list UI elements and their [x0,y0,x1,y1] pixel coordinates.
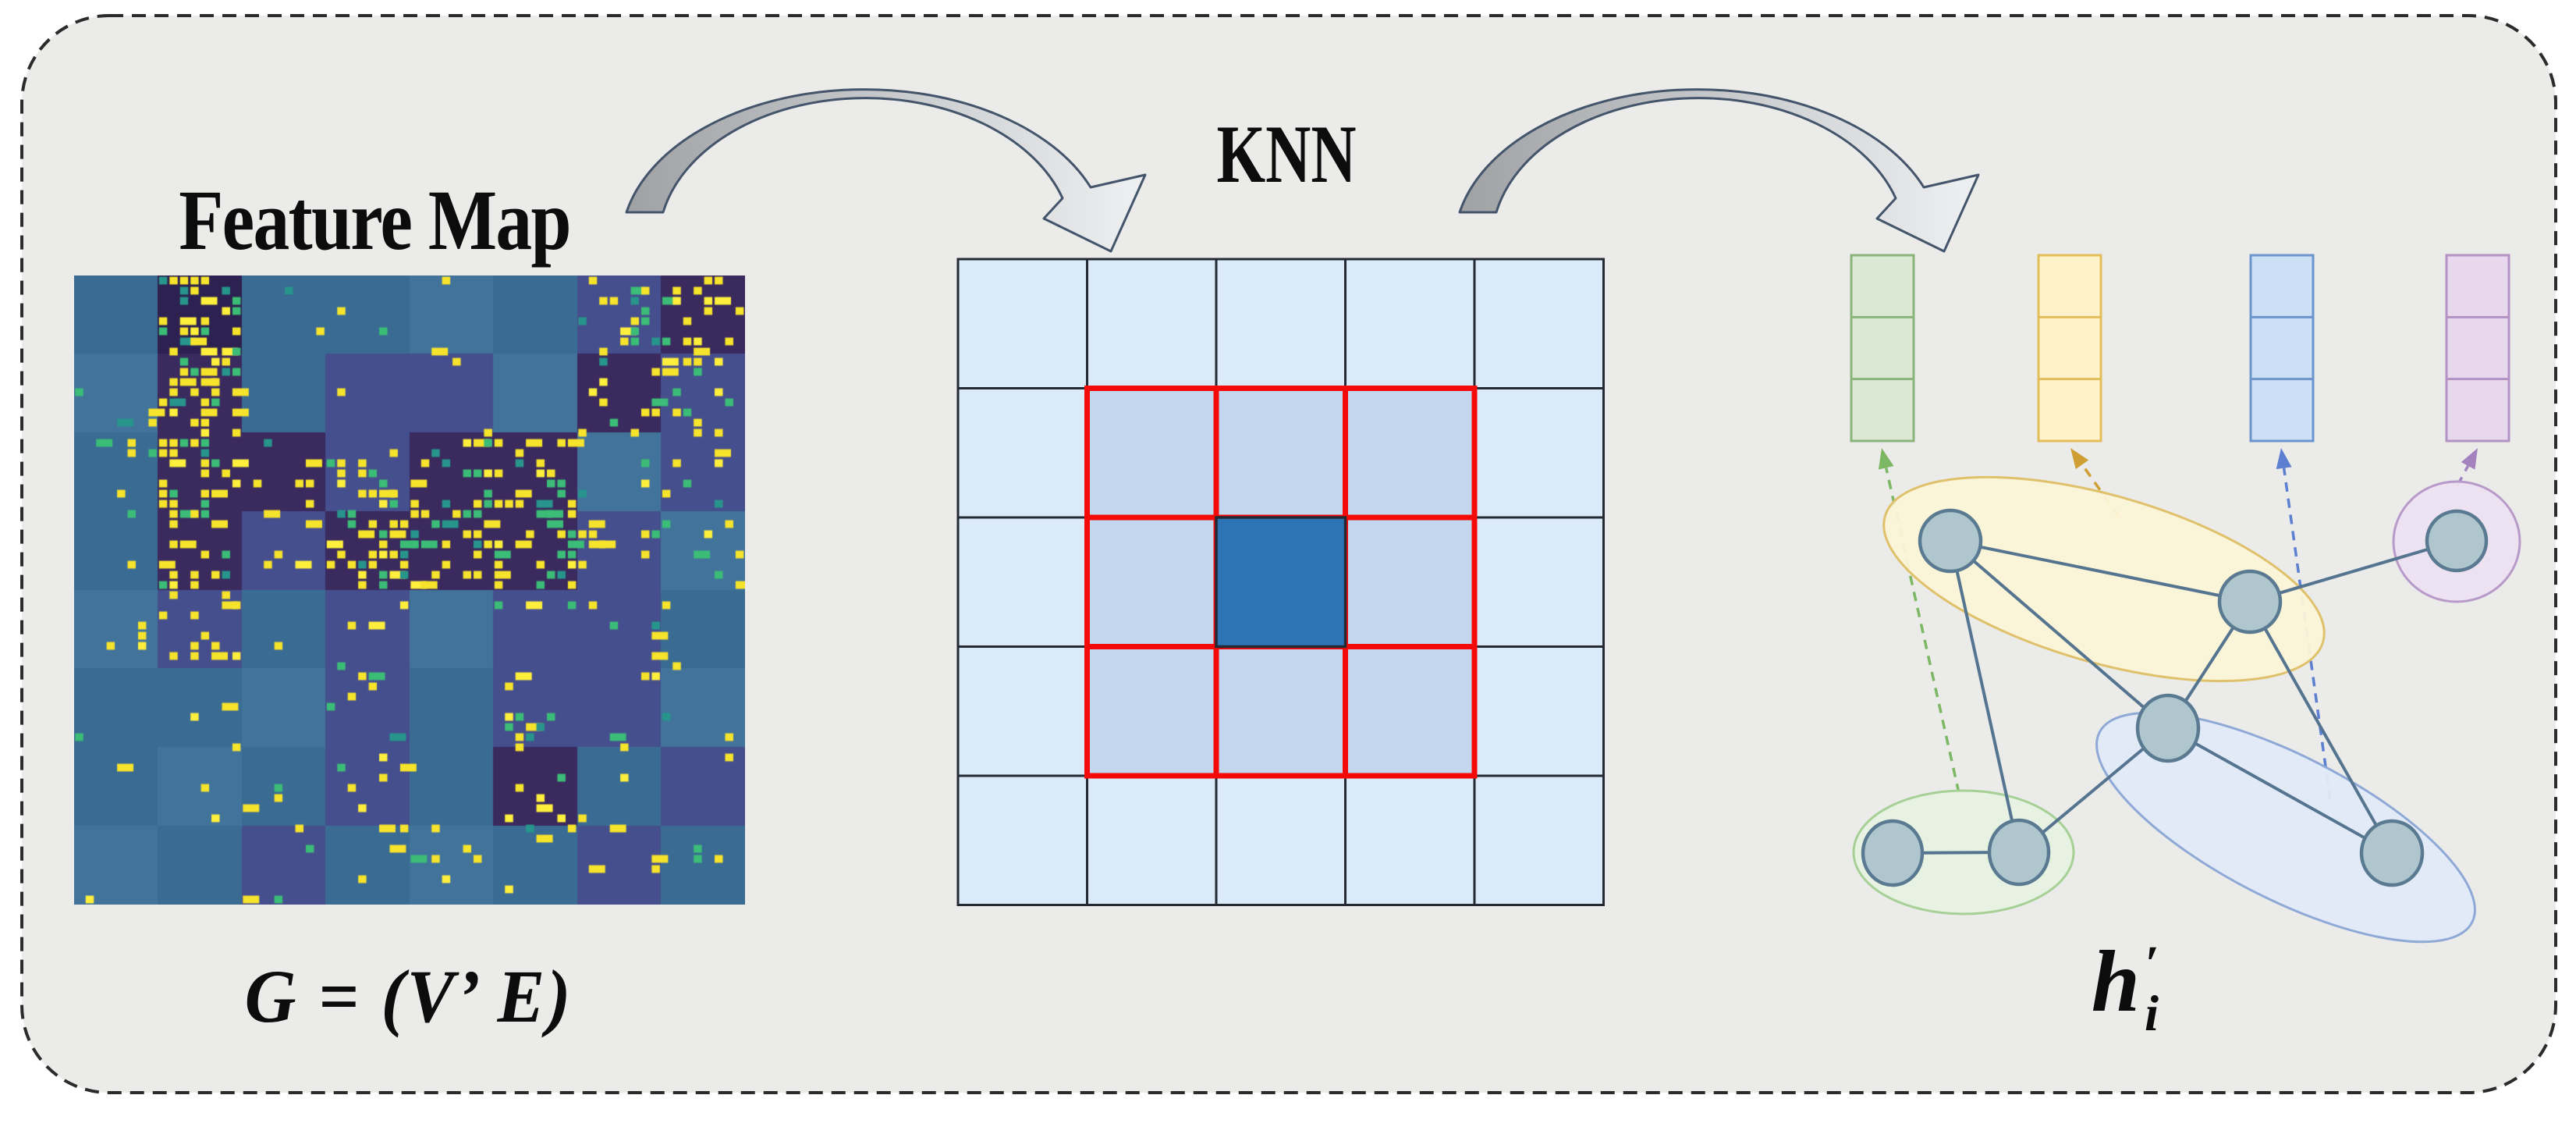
knn-grid-cell [1215,774,1347,906]
knn-grid-cell [1086,516,1218,648]
graph-node-n7 [1987,818,2051,887]
knn-grid-cell [1473,258,1605,389]
feature-vector-purple [2445,254,2510,443]
knn-grid-cell [1344,516,1476,648]
graph-edge [1950,539,2251,603]
feature-map-title-text: Feature Map [179,172,571,268]
graph-edge [1949,539,2170,730]
knn-grid-cell [1344,645,1476,777]
knn-grid-cell [1086,258,1218,389]
graph-formula-label: G = (V’ E) [245,959,573,1034]
graph-node-n2 [2217,569,2283,635]
knn-grid-cell [1344,387,1476,519]
graph-edge [2249,539,2457,603]
knn-grid-cell [1473,387,1605,519]
feature-map-title: Feature Map [179,177,571,263]
knn-grid-cell [956,516,1088,648]
group-ellipse-yellow [1882,475,2326,683]
knn-grid-cell [1215,387,1347,519]
feature-vector-green [1850,254,1915,443]
knn-label: KNN [1216,113,1356,196]
knn-grid-cell [1473,645,1605,777]
h-subscript: i [2145,986,2159,1043]
h-base: h [2091,933,2141,1030]
knn-grid-cell [1473,516,1605,648]
graph-node-n5 [2359,819,2425,887]
knn-grid-cell [1215,258,1347,389]
dashed-arrow-green [1878,448,1960,794]
flow-arrow-1 [625,88,1147,253]
knn-neighbor-cell-outline [1343,644,1478,779]
knn-grid-cell [956,645,1088,777]
h-prime: ′ [2145,936,2159,993]
graph-edge [1949,540,2021,853]
layer-graph [1852,475,2521,944]
graph-node-n3 [2425,509,2489,573]
dashed-arrowhead [2276,448,2292,470]
knn-center-cell [1215,516,1347,649]
graph-edge [2248,601,2393,854]
layer-grid [956,258,1605,906]
feature-vector-blue [2249,254,2315,443]
graph-node-n6 [1861,819,1925,887]
knn-grid-cell [1344,774,1476,906]
updated-node-feature-label: h′i [2092,936,2159,1043]
knn-grid-cell [1344,258,1476,389]
knn-label-text: KNN [1216,108,1357,200]
knn-grid-cell [1473,774,1605,906]
graph-node-n1 [1918,508,1983,574]
flow-arrow-2 [1458,88,1980,253]
feature-map-heatmap [74,276,745,905]
knn-grid-cell [1215,645,1347,777]
graph-formula-text: G = (V’ E) [244,955,573,1038]
dashed-arrowhead [2461,448,2478,470]
feature-vector-yellow [2037,254,2102,443]
dashed-arrow-yellow [2070,448,2120,518]
graph-node-n4 [2135,693,2201,763]
knn-grid-cell [1086,645,1218,777]
knn-grid-cell [956,258,1088,389]
layer-arrows [625,88,1980,253]
knn-grid-cell [1086,774,1218,906]
layer-vectors [1850,254,2510,443]
knn-grid-cell [956,387,1088,519]
dashed-arrowhead [1878,448,1894,470]
graph-edge [2167,727,2393,855]
knn-grid-cell [956,774,1088,906]
knn-grid-cell [1086,387,1218,519]
dashed-arrowhead [2070,448,2089,470]
